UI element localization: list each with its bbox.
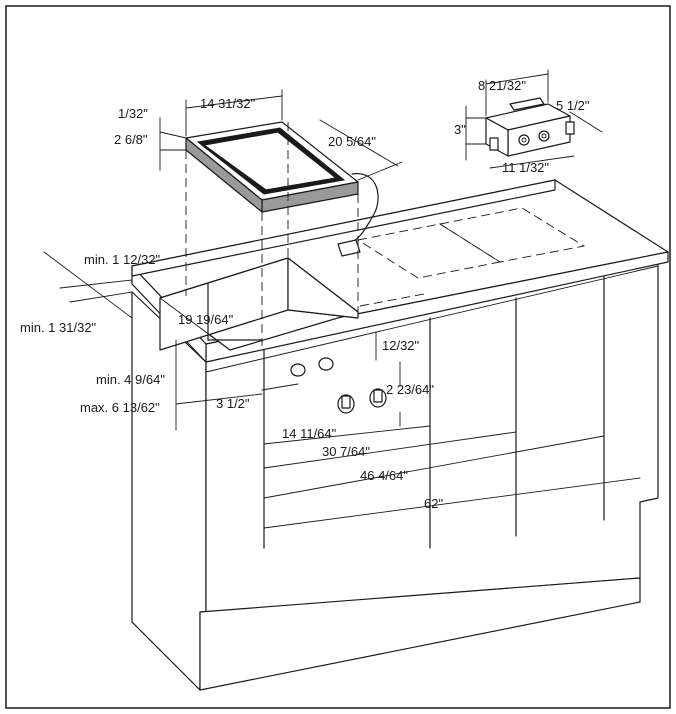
countertop-backsplash <box>131 179 556 277</box>
label-span-1: 14 11/64" <box>282 426 337 441</box>
span-line-1 <box>263 425 431 445</box>
knob-hole-2 <box>318 357 334 371</box>
control-module <box>485 97 575 157</box>
label-cooktop-depth: 20 5/64" <box>328 134 376 149</box>
label-span-4: 62" <box>424 496 443 511</box>
label-control-side: 5 1/2" <box>556 98 590 113</box>
knob-hole-1 <box>290 363 306 377</box>
cabinet <box>131 255 659 691</box>
cable-connector <box>337 239 361 257</box>
control-tab-left <box>489 137 499 151</box>
label-knob-offset-top: 12/32" <box>382 338 420 353</box>
label-cooktop-width: 14 31/32" <box>200 96 256 111</box>
label-span-2: 30 7/64" <box>322 444 370 459</box>
control-knob-socket-2 <box>538 130 550 142</box>
label-max-panel: max. 6 13/62" <box>80 400 160 415</box>
cooktop-cable <box>349 173 379 245</box>
label-cutout-depth: 19 19/64" <box>178 312 234 327</box>
control-tab-right <box>565 121 575 135</box>
label-control-height: 3" <box>454 122 466 137</box>
front-knobs <box>290 357 387 414</box>
dimension-labels: 14 31/32" 20 5/64" 1/32" 2 6/8" 8 21/32"… <box>20 78 590 511</box>
planned-cutout-2 <box>438 207 586 263</box>
dimension-lines <box>43 69 641 529</box>
label-span-3: 46 4/64" <box>360 468 408 483</box>
span-line-2 <box>263 431 517 469</box>
control-knob-socket-1 <box>518 134 530 146</box>
cabinet-left-side <box>131 291 207 691</box>
label-cooktop-edge: 1/32" <box>118 106 148 121</box>
span-line-3 <box>263 435 605 499</box>
label-min-top-2: min. 1 31/32" <box>20 320 97 335</box>
label-control-depth: 8 21/32" <box>478 78 526 93</box>
cooktop-cutout <box>159 257 359 351</box>
span-line-4 <box>263 477 641 529</box>
label-min-top-1: min. 1 12/32" <box>84 252 161 267</box>
cabinet-plinth <box>199 577 641 691</box>
label-control-width: 11 1/32" <box>502 160 549 175</box>
label-knob-height: 2 23/64" <box>386 382 434 397</box>
label-min-panel: min. 4 9/64" <box>96 372 165 387</box>
label-cooktop-height: 2 6/8" <box>114 132 148 147</box>
label-knob-spacing: 3 1/2" <box>216 396 250 411</box>
diagram-border <box>5 5 671 709</box>
cooktop-unit <box>185 121 379 346</box>
